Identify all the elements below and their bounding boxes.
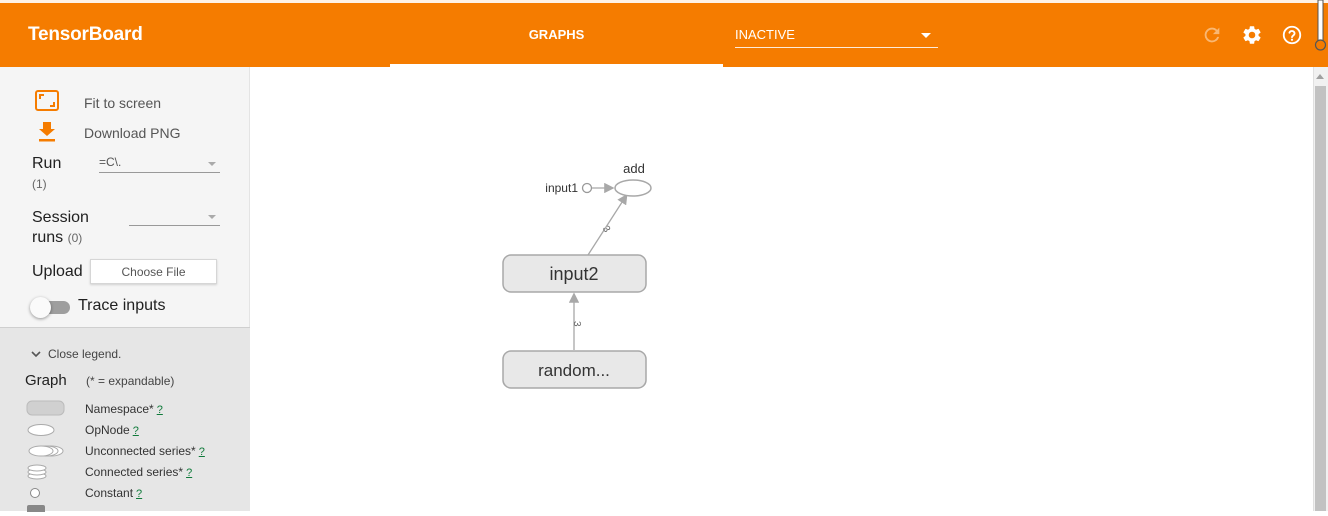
legend-item-label: Connected series* bbox=[85, 465, 184, 479]
chevron-down-icon[interactable] bbox=[30, 349, 42, 359]
legend-item-label: Unconnected series* bbox=[85, 444, 196, 458]
help-icon[interactable] bbox=[1281, 24, 1303, 46]
graph-canvas[interactable]: 3 3 input1 add input2 random... bbox=[251, 67, 1313, 511]
legend-item: OpNode? bbox=[0, 420, 250, 440]
summary-icon bbox=[27, 505, 45, 512]
run-select[interactable]: =C\. bbox=[99, 155, 220, 173]
close-legend-button[interactable]: Close legend. bbox=[48, 347, 122, 361]
download-png-button[interactable]: Download PNG bbox=[84, 125, 181, 141]
fit-to-screen-button[interactable]: Fit to screen bbox=[84, 95, 162, 111]
tab-graphs-indicator bbox=[390, 64, 723, 67]
legend-item: Namespace*? bbox=[0, 399, 250, 419]
legend-item-label: Constant bbox=[85, 486, 134, 500]
add-node-label: add bbox=[623, 161, 645, 176]
choose-file-button[interactable]: Choose File bbox=[90, 259, 217, 284]
upload-label: Upload bbox=[32, 263, 83, 280]
top-bar: TensorBoard GRAPHS INACTIVE bbox=[0, 0, 1328, 67]
download-icon[interactable] bbox=[34, 120, 60, 144]
thermometer-icon bbox=[1314, 0, 1327, 51]
run-select-value: =C\. bbox=[99, 155, 122, 169]
legend-help-link[interactable]: ? bbox=[186, 467, 193, 479]
scroll-up-icon[interactable] bbox=[1316, 74, 1324, 79]
scrollbar-thumb[interactable] bbox=[1315, 86, 1326, 511]
legend-panel: Close legend. Graph (* = expandable) Nam… bbox=[0, 327, 250, 512]
gear-icon[interactable] bbox=[1241, 24, 1263, 46]
edge-label: 3 bbox=[571, 321, 582, 327]
edge-label: 3 bbox=[600, 224, 613, 235]
random-node[interactable] bbox=[502, 350, 647, 389]
opnode-icon bbox=[27, 424, 55, 436]
legend-help-link[interactable]: ? bbox=[198, 446, 205, 458]
trace-inputs-toggle-knob[interactable] bbox=[30, 297, 51, 318]
top-bar-highlight bbox=[0, 0, 1328, 3]
legend-note: (* = expandable) bbox=[86, 374, 175, 388]
input2-node-label: input2 bbox=[549, 264, 598, 284]
reload-icon[interactable] bbox=[1201, 24, 1223, 46]
chevron-down-icon bbox=[208, 162, 216, 166]
legend-help-link[interactable]: ? bbox=[156, 404, 163, 416]
session-runs-label-line2: runs (0) bbox=[32, 229, 83, 246]
graph-svg[interactable]: 3 3 input1 add input2 random... bbox=[251, 67, 1313, 511]
run-label: Run bbox=[32, 155, 62, 172]
legend-item: Unconnected series*? bbox=[0, 441, 250, 461]
add-node[interactable] bbox=[614, 179, 652, 197]
chevron-down-icon bbox=[208, 215, 216, 219]
input2-node[interactable] bbox=[502, 254, 647, 293]
run-count: (1) bbox=[32, 177, 47, 191]
namespace-icon bbox=[26, 400, 65, 416]
session-runs-select[interactable] bbox=[129, 208, 220, 226]
sidebar: Fit to screen Download PNG Run (1) =C\. … bbox=[0, 67, 250, 512]
plugin-select-value: INACTIVE bbox=[735, 27, 795, 42]
input1-node-label: input1 bbox=[545, 181, 578, 195]
legend-item-label: Namespace* bbox=[85, 402, 154, 416]
legend-item: Connected series*? bbox=[0, 462, 250, 482]
tab-graphs[interactable]: GRAPHS bbox=[528, 27, 585, 42]
session-runs-label: Session bbox=[32, 209, 89, 226]
legend-item: Constant? bbox=[0, 483, 250, 503]
legend-title: Graph bbox=[25, 372, 67, 389]
chevron-down-icon bbox=[921, 33, 931, 38]
session-runs-count: (0) bbox=[67, 231, 83, 245]
edge-input2-to-add bbox=[587, 193, 628, 256]
legend-help-link[interactable]: ? bbox=[132, 425, 139, 437]
random-node-label: random... bbox=[538, 361, 610, 380]
app-title: TensorBoard bbox=[28, 24, 143, 45]
legend-help-link[interactable]: ? bbox=[136, 488, 143, 500]
trace-inputs-label: Trace inputs bbox=[78, 297, 166, 314]
unconnected-series-icon bbox=[28, 445, 64, 457]
input1-node[interactable] bbox=[581, 182, 593, 194]
plugin-select[interactable]: INACTIVE bbox=[735, 26, 938, 48]
connected-series-icon bbox=[27, 464, 47, 480]
fit-to-screen-icon[interactable] bbox=[34, 89, 60, 113]
constant-icon bbox=[30, 488, 40, 498]
legend-item-label: OpNode bbox=[85, 423, 130, 437]
